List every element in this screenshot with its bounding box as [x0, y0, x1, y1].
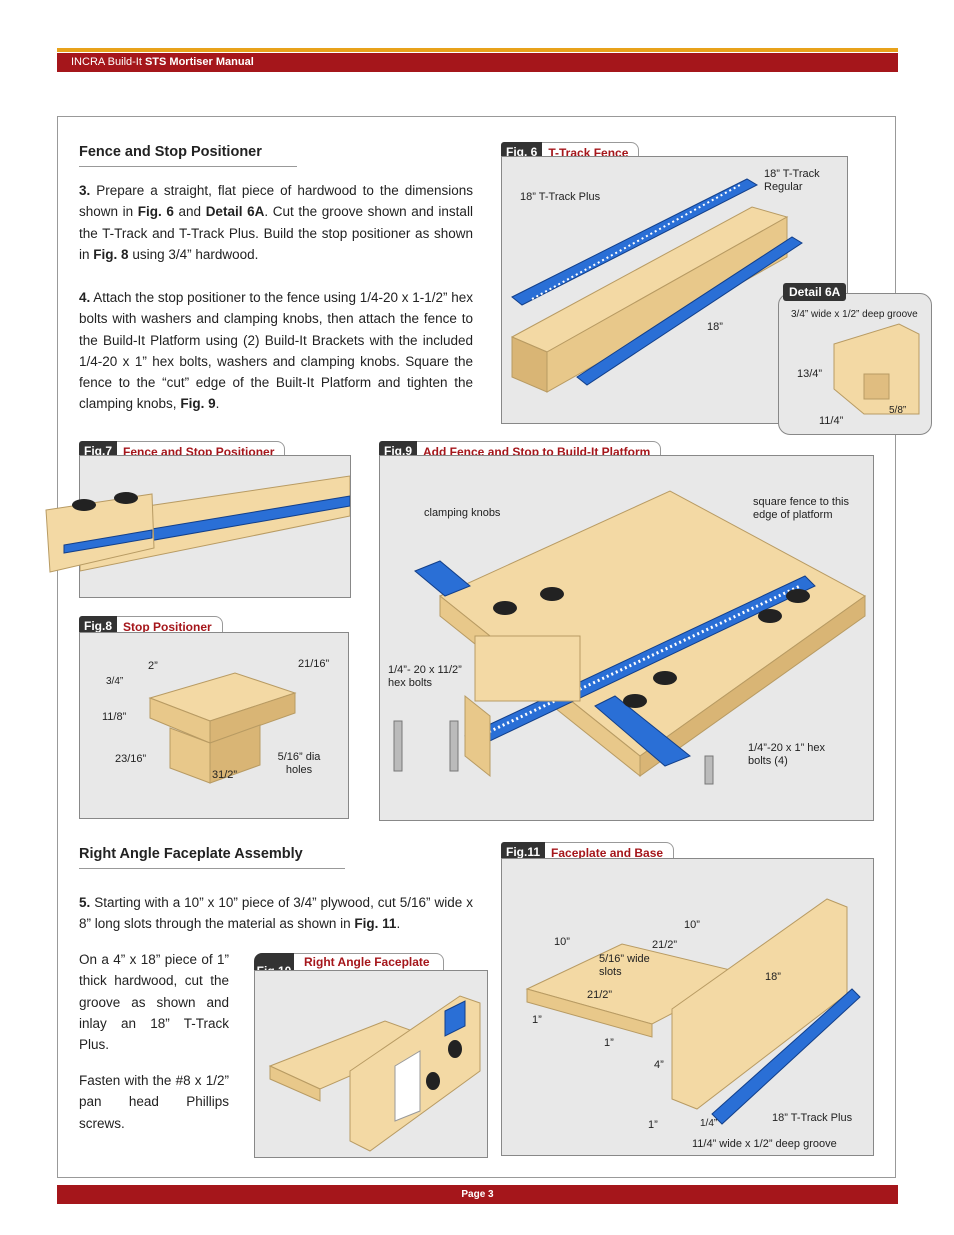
- step-4-paragraph: 4. Attach the stop positioner to the fen…: [79, 290, 474, 412]
- fig11-label-10a: 10”: [554, 936, 570, 948]
- header-accent-bar: [57, 48, 898, 52]
- step-3-paragraph: 3. Prepare a straight, flat piece of har…: [79, 183, 473, 262]
- fig11-label-slot-a: 21/2”: [652, 939, 678, 951]
- detail6a-title: Detail 6A: [783, 283, 847, 301]
- fig11-title: Faceplate and Base: [545, 842, 675, 862]
- section-rule: [79, 868, 345, 869]
- detail6a-label-height: 13/4”: [797, 368, 823, 380]
- page-number: Page 3: [461, 1189, 494, 1200]
- fig9-label-square: square fence to this edge of platform: [753, 496, 850, 521]
- fig8-number: Fig.8: [79, 616, 118, 636]
- fig11-illustration: 10” 10” 21/2” 5/16” wide slots 21/2” 18”…: [501, 858, 874, 1156]
- fig9-label-bolts-short: 1/4”-20 x 1” hex bolts (4): [748, 742, 826, 767]
- fig8-label-offset: 11/8”: [102, 711, 127, 723]
- fig11-label-1b: 1”: [604, 1037, 614, 1049]
- fig8-label-height: 23/16”: [115, 753, 147, 765]
- fig11-number: Fig.11: [501, 842, 546, 862]
- detail6a-label-width: 11/4”: [819, 415, 844, 427]
- section-rule: [79, 166, 297, 167]
- fig11-label-4: 4”: [654, 1059, 664, 1071]
- fig8-label-length: 31/2”: [212, 769, 238, 781]
- fig11-label-quarter: 1/4”: [700, 1118, 718, 1129]
- fig7-knobs: [45, 492, 155, 573]
- header-prefix: INCRA Build-It: [71, 56, 145, 68]
- content-frame: [57, 116, 896, 1178]
- detail6a-label-depth: 5/8”: [889, 405, 907, 416]
- section-heading-faceplate: Right Angle Faceplate Assembly: [79, 846, 303, 862]
- fig8-label-holes: 5/16” dia holes: [277, 751, 321, 776]
- detail6a-illustration: Detail 6A 3/4” wide x 1/2” deep groove 1…: [778, 283, 932, 435]
- footer-bar: Page 3: [57, 1185, 898, 1204]
- fig11-label-10b: 10”: [684, 919, 700, 931]
- fig11-label-18: 18”: [765, 971, 781, 983]
- header-bar: INCRA Build-It STS Mortiser Manual: [57, 53, 898, 72]
- fig11-label-1c: 1”: [648, 1119, 658, 1131]
- fig8-label-width: 21/16”: [298, 658, 330, 670]
- fig9-label-bolts-long: 1/4”- 20 x 11/2” hex bolts: [388, 664, 462, 689]
- fig6-label-tplus: 18” T-Track Plus: [520, 191, 601, 203]
- section-heading-fence: Fence and Stop Positioner: [79, 144, 262, 160]
- fig11-label-slots: 5/16” wide slots: [599, 953, 650, 978]
- fig11-label-1a: 1”: [532, 1014, 542, 1026]
- fig8-label-thickness: 3/4”: [106, 676, 124, 687]
- fig6-label-length: 18”: [707, 321, 723, 333]
- fig11-label-groove: 11/4” wide x 1/2” deep groove: [692, 1138, 837, 1150]
- fig9-illustration: clamping knobs square fence to this edge…: [379, 455, 874, 821]
- hardwood-paragraph: On a 4” x 18” piece of 1” thick hardwood…: [79, 952, 229, 1053]
- fig8-title: Stop Positioner: [117, 616, 223, 636]
- fig6-drawing: [510, 178, 803, 393]
- fig10-illustration: [254, 970, 488, 1158]
- fig8-illustration: 2” 21/16” 3/4” 11/8” 23/16” 31/2” 5/16” …: [79, 632, 349, 819]
- fig11-label-tplus: 18” T-Track Plus: [772, 1112, 853, 1124]
- fasten-paragraph: Fasten with the #8 x 1/2” pan head Phill…: [79, 1073, 229, 1131]
- detail6a-label-groove: 3/4” wide x 1/2” deep groove: [791, 309, 918, 320]
- step-5-paragraph: 5. Starting with a 10” x 10” piece of 3/…: [79, 895, 473, 932]
- fig8-label-2in: 2”: [148, 660, 158, 672]
- fig11-label-slot-b: 21/2”: [587, 989, 613, 1001]
- header-title: STS Mortiser Manual: [144, 56, 254, 68]
- fig9-label-knobs: clamping knobs: [424, 507, 501, 519]
- fig6-label-tregular: 18” T-Track Regular: [764, 168, 820, 193]
